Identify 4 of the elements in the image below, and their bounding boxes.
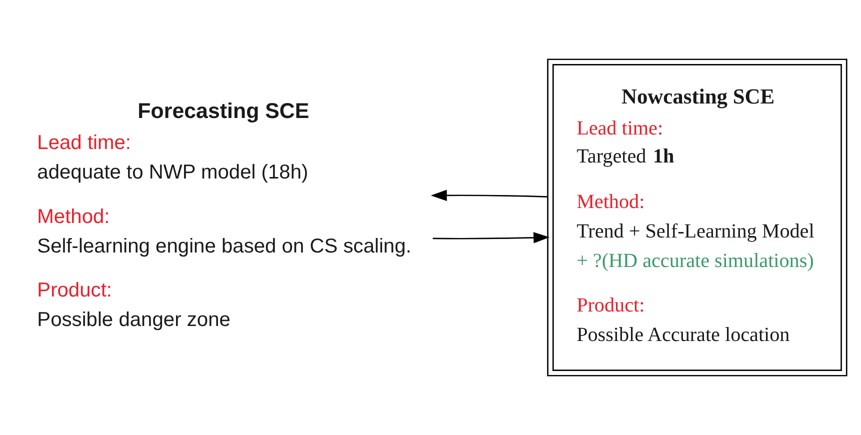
arrow [432,232,550,244]
arrow [430,190,548,202]
node-text: Forecasting SCE Lead time: adequate to NWP model (18h) Method: Self-learning engine based on CS scaling. Product: Possible danger zone [37,99,412,332]
node-box: Nowcasting SCE Lead time: Targeted 1h Method: Trend + Self-Learning Model + ?(HD accurate simulations) Product: Possible Accurate location [547,58,848,376]
